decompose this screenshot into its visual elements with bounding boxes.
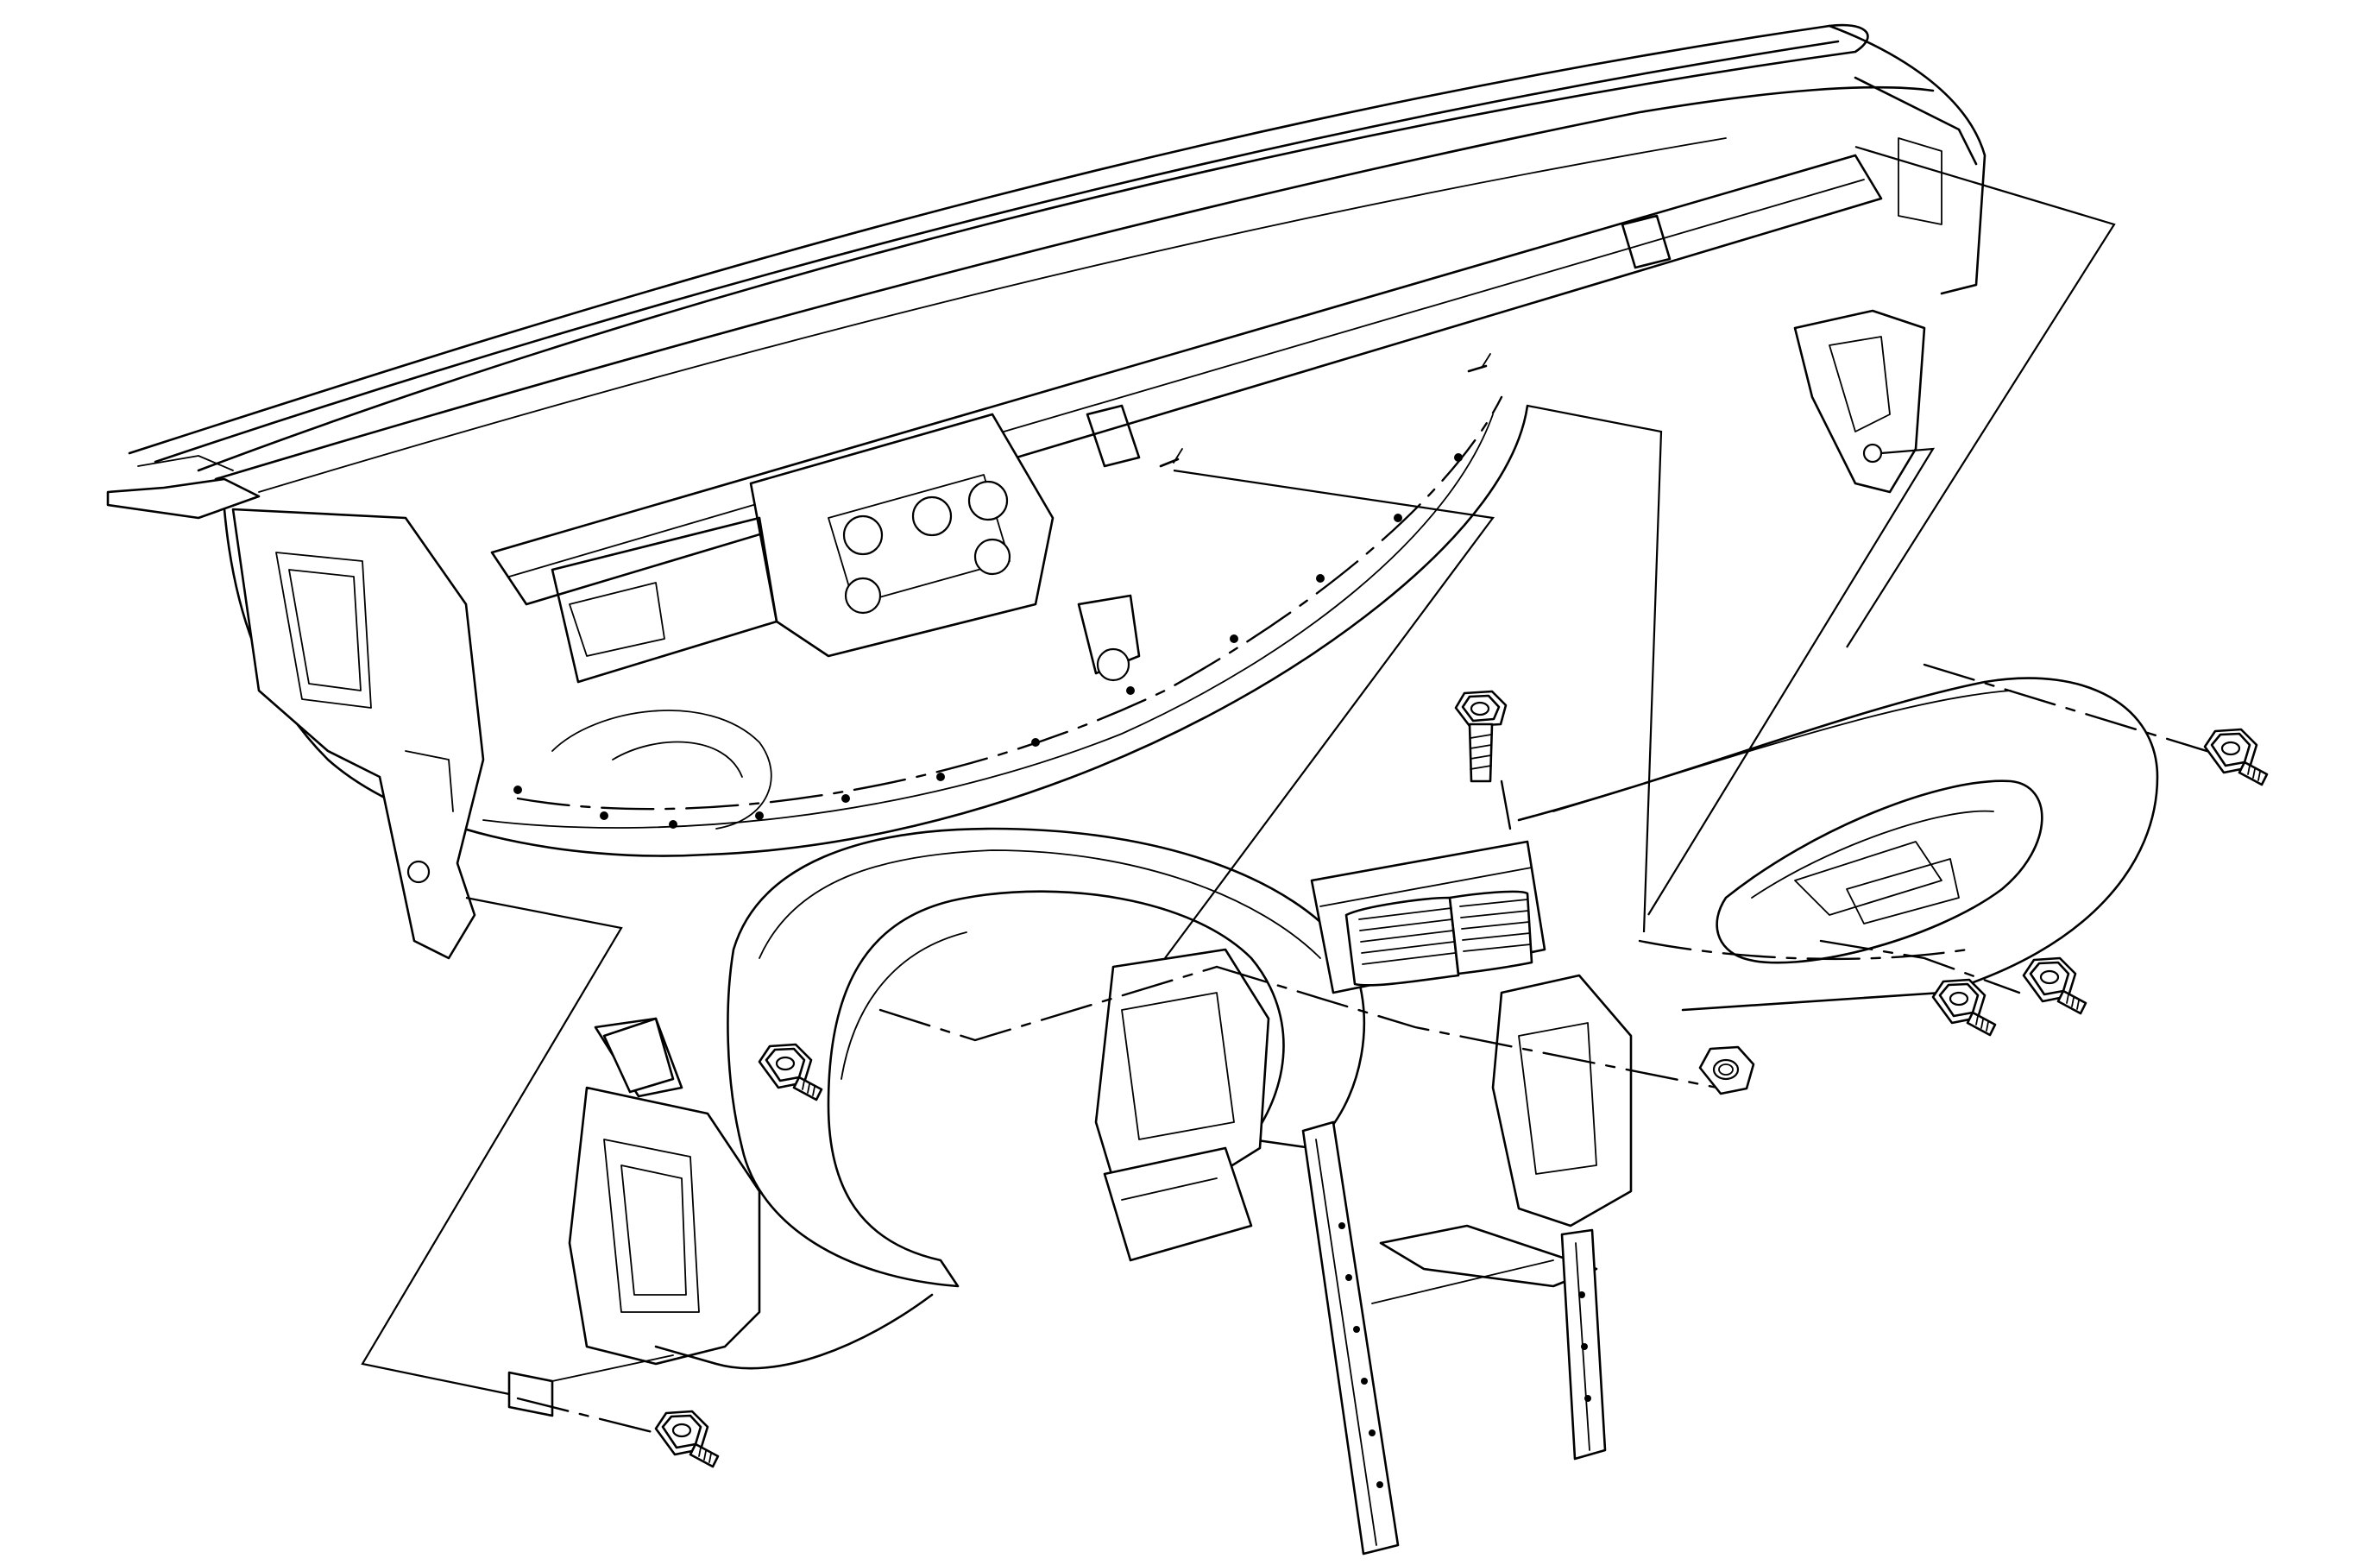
instrument-panel-carrier	[507, 677, 2159, 1556]
nut-icon	[1698, 1045, 1755, 1095]
bolt-icon	[2022, 956, 2087, 1015]
bolt-icon	[1454, 690, 1508, 783]
center-air-outlet	[1310, 840, 1546, 994]
bolt-icon	[1931, 978, 1997, 1037]
bolt-icon	[2203, 728, 2269, 786]
leader-lines	[361, 145, 2237, 1439]
upper-cowl-panel	[106, 23, 1986, 960]
bolt-icon	[654, 1410, 720, 1468]
